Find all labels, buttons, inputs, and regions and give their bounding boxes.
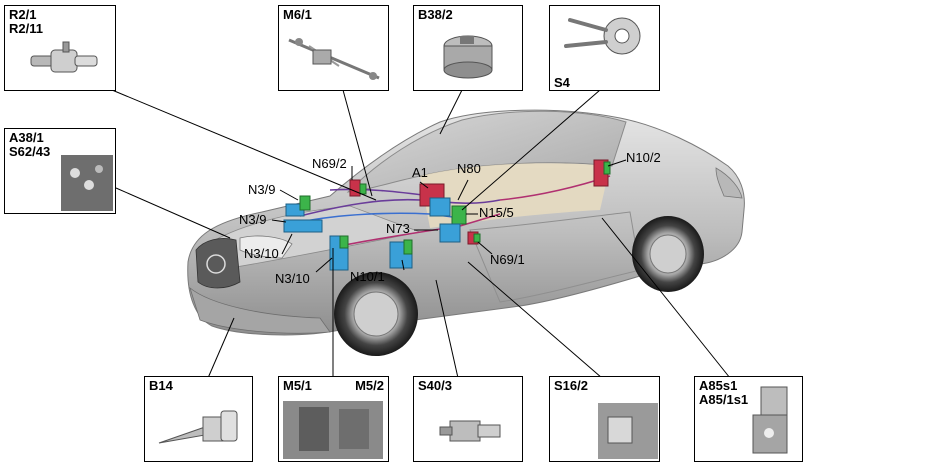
rear-wheel bbox=[632, 216, 704, 292]
callout-n3-9: N3/9 bbox=[239, 212, 267, 227]
leader-lines bbox=[111, 89, 731, 379]
callout-n69-1: N69/1 bbox=[490, 252, 525, 267]
component-label: R2/1 R2/11 bbox=[9, 7, 43, 36]
callout-n3-10: N3/10 bbox=[275, 271, 310, 286]
component-box-a38: A38/1 S62/43 bbox=[4, 128, 116, 214]
component-label: S16/2 bbox=[554, 378, 588, 393]
callout-n3-9-top: N3/9 bbox=[248, 182, 276, 197]
component-box-s16: S16/2 bbox=[549, 376, 660, 462]
callout-n10-1: N10/1 bbox=[350, 269, 385, 284]
heater-element-icon bbox=[30, 41, 98, 73]
component-label: A85s1 A85/1s1 bbox=[699, 378, 749, 407]
component-label: S4 bbox=[554, 75, 570, 90]
component-label: B38/2 bbox=[418, 7, 453, 22]
callout-n3-10-left: N3/10 bbox=[244, 246, 279, 261]
component-label: S40/3 bbox=[418, 378, 452, 393]
component-label: M6/1 bbox=[283, 7, 312, 22]
component-label-m5-1: M5/1 bbox=[283, 378, 312, 393]
callout-n10-2: N10/2 bbox=[626, 150, 661, 165]
front-wheel bbox=[334, 272, 418, 356]
callout-n80: N80 bbox=[457, 161, 481, 176]
component-box-b38: B38/2 bbox=[413, 5, 523, 91]
door-contact-switch-icon bbox=[598, 403, 658, 459]
component-box-s4: S4 bbox=[549, 5, 660, 91]
brake-light-switch-icon bbox=[439, 420, 501, 442]
rotary-switch-icon bbox=[61, 155, 113, 211]
callout-n15-5: N15/5 bbox=[479, 205, 514, 220]
temperature-sensor-icon bbox=[158, 410, 238, 444]
component-label-m5-2: M5/2 bbox=[355, 378, 384, 393]
component-box-m6: M6/1 bbox=[278, 5, 389, 91]
component-box-a85: A85s1 A85/1s1 bbox=[694, 376, 803, 462]
rain-light-sensor-icon bbox=[443, 35, 493, 79]
wiper-motor-icon bbox=[288, 38, 380, 80]
callout-n73: N73 bbox=[386, 221, 410, 236]
control-modules bbox=[283, 159, 611, 271]
component-box-s40: S40/3 bbox=[413, 376, 523, 462]
steering-column-switch-icon bbox=[564, 17, 641, 55]
callout-a1: A1 bbox=[412, 165, 428, 180]
component-label: B14 bbox=[149, 378, 173, 393]
component-box-m5: M5/1 M5/2 bbox=[278, 376, 389, 462]
component-box-b14: B14 bbox=[144, 376, 253, 462]
callout-n69-2: N69/2 bbox=[312, 156, 347, 171]
component-label: A38/1 S62/43 bbox=[9, 130, 51, 159]
window-motor-icon bbox=[283, 401, 383, 459]
door-lock-icon bbox=[752, 386, 788, 454]
component-box-r2: R2/1 R2/11 bbox=[4, 5, 116, 91]
